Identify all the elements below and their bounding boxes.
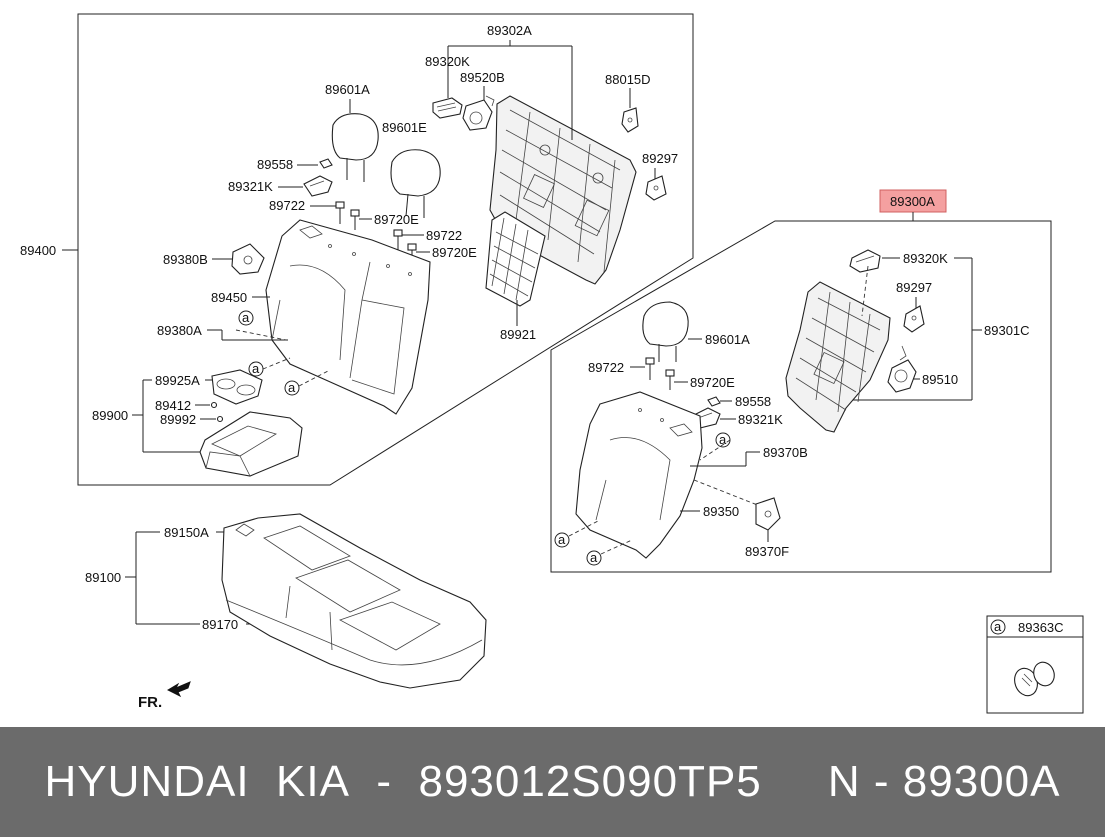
part-89921 bbox=[485, 211, 546, 307]
label-89900: 89900 bbox=[92, 408, 128, 423]
label-89510: 89510 bbox=[922, 372, 958, 387]
part-89320K-top bbox=[432, 97, 463, 119]
part-89321K-top bbox=[303, 175, 333, 197]
callout-a-1 bbox=[238, 310, 254, 326]
callout-a-5-text: a bbox=[558, 532, 566, 547]
callout-a-4-text: a bbox=[719, 432, 727, 447]
callout-a-3-text: a bbox=[288, 380, 296, 395]
bolt-89722-top2 bbox=[393, 229, 403, 250]
label-89558-top: 89558 bbox=[257, 157, 293, 172]
label-89450: 89450 bbox=[211, 290, 247, 305]
callout-a-6 bbox=[586, 550, 602, 566]
part-89601A-headrest-right bbox=[642, 301, 689, 362]
bolt-89722-right bbox=[645, 357, 655, 380]
part-89363C-clip bbox=[1014, 661, 1055, 697]
part-89297-right bbox=[903, 305, 925, 333]
legend-box: a 89363C bbox=[986, 615, 1084, 714]
label-89558-right: 89558 bbox=[735, 394, 771, 409]
label-89170: 89170 bbox=[202, 617, 238, 632]
label-89297-right: 89297 bbox=[896, 280, 932, 295]
group-frame-89400 bbox=[77, 13, 694, 486]
part-88015D bbox=[621, 107, 639, 133]
label-89100: 89100 bbox=[85, 570, 121, 585]
legend-part-89363C: 89363C bbox=[1018, 620, 1064, 635]
label-89412: 89412 bbox=[155, 398, 191, 413]
label-89300A: 89300A bbox=[890, 194, 935, 209]
part-89992 bbox=[216, 415, 224, 423]
bolt-89720E-top1 bbox=[350, 209, 360, 230]
part-89601E-headrest bbox=[390, 149, 441, 218]
part-seatback-right bbox=[575, 391, 703, 559]
label-89380A: 89380A bbox=[157, 323, 202, 338]
part-armrest bbox=[199, 411, 303, 477]
callout-a-1-text: a bbox=[242, 310, 250, 325]
footer-brands: HYUNDAI KIA bbox=[44, 757, 350, 806]
part-89370F bbox=[755, 497, 781, 531]
label-89601A-top: 89601A bbox=[325, 82, 370, 97]
bolt-89720E-right bbox=[665, 369, 675, 390]
part-89297-top bbox=[645, 175, 667, 201]
label-89722-right: 89722 bbox=[588, 360, 624, 375]
part-89601A-headrest-top bbox=[331, 113, 379, 182]
label-89321K-right: 89321K bbox=[738, 412, 783, 427]
label-89321K-top: 89321K bbox=[228, 179, 273, 194]
part-89320K-right bbox=[849, 249, 881, 273]
part-89301C-frame bbox=[785, 281, 891, 433]
part-89412 bbox=[210, 401, 218, 409]
callout-a-2-text: a bbox=[252, 361, 260, 376]
label-89722-top2: 89722 bbox=[426, 228, 462, 243]
label-89150A: 89150A bbox=[164, 525, 209, 540]
bolt-89722-top1 bbox=[335, 201, 345, 224]
footer-sep: - bbox=[349, 757, 419, 806]
group-frame-89300A bbox=[550, 220, 1052, 573]
label-89350: 89350 bbox=[703, 504, 739, 519]
label-89601A-right: 89601A bbox=[705, 332, 750, 347]
label-89320K-right: 89320K bbox=[903, 251, 948, 266]
label-89720E-top2: 89720E bbox=[432, 245, 477, 260]
part-seat-cushion bbox=[221, 513, 487, 689]
label-89722-top1: 89722 bbox=[269, 198, 305, 213]
part-seatback-cushion bbox=[265, 219, 431, 415]
label-89400: 89400 bbox=[20, 243, 56, 258]
legend-callout-a: a bbox=[994, 619, 1002, 634]
part-89558-right bbox=[707, 396, 721, 407]
label-89302A: 89302A bbox=[487, 23, 532, 38]
part-89380B bbox=[231, 243, 265, 275]
part-89510 bbox=[887, 345, 917, 393]
parts-diagram: 89400 89302A 89320K 89520B 88015D bbox=[20, 13, 1084, 714]
footer-gap bbox=[762, 757, 828, 807]
label-88015D: 88015D bbox=[605, 72, 651, 87]
label-89380B: 89380B bbox=[163, 252, 208, 267]
footer-ref: N - 89300A bbox=[827, 757, 1061, 806]
label-89720E-top1: 89720E bbox=[374, 212, 419, 227]
label-89370B: 89370B bbox=[763, 445, 808, 460]
front-arrow-icon bbox=[166, 681, 191, 698]
label-89720E-right: 89720E bbox=[690, 375, 735, 390]
part-89925A-cupholder bbox=[211, 369, 263, 405]
label-89992: 89992 bbox=[160, 412, 196, 427]
label-89520B: 89520B bbox=[460, 70, 505, 85]
label-89370F: 89370F bbox=[745, 544, 789, 559]
label-89601E: 89601E bbox=[382, 120, 427, 135]
label-fr: FR. bbox=[138, 694, 162, 711]
callout-a-3 bbox=[284, 380, 300, 396]
callout-a-5 bbox=[554, 532, 570, 548]
label-89297-top: 89297 bbox=[642, 151, 678, 166]
label-89921: 89921 bbox=[500, 327, 536, 342]
part-number-banner: HYUNDAI KIA - 893012S090TP5 N - 89300A bbox=[0, 727, 1105, 837]
part-89520B bbox=[462, 95, 495, 131]
label-89320K-top: 89320K bbox=[425, 54, 470, 69]
label-89925A: 89925A bbox=[155, 373, 200, 388]
part-89558-top bbox=[319, 158, 333, 169]
footer-part-number: 893012S090TP5 bbox=[418, 757, 762, 806]
label-89301C: 89301C bbox=[984, 323, 1030, 338]
callout-a-6-text: a bbox=[590, 550, 598, 565]
